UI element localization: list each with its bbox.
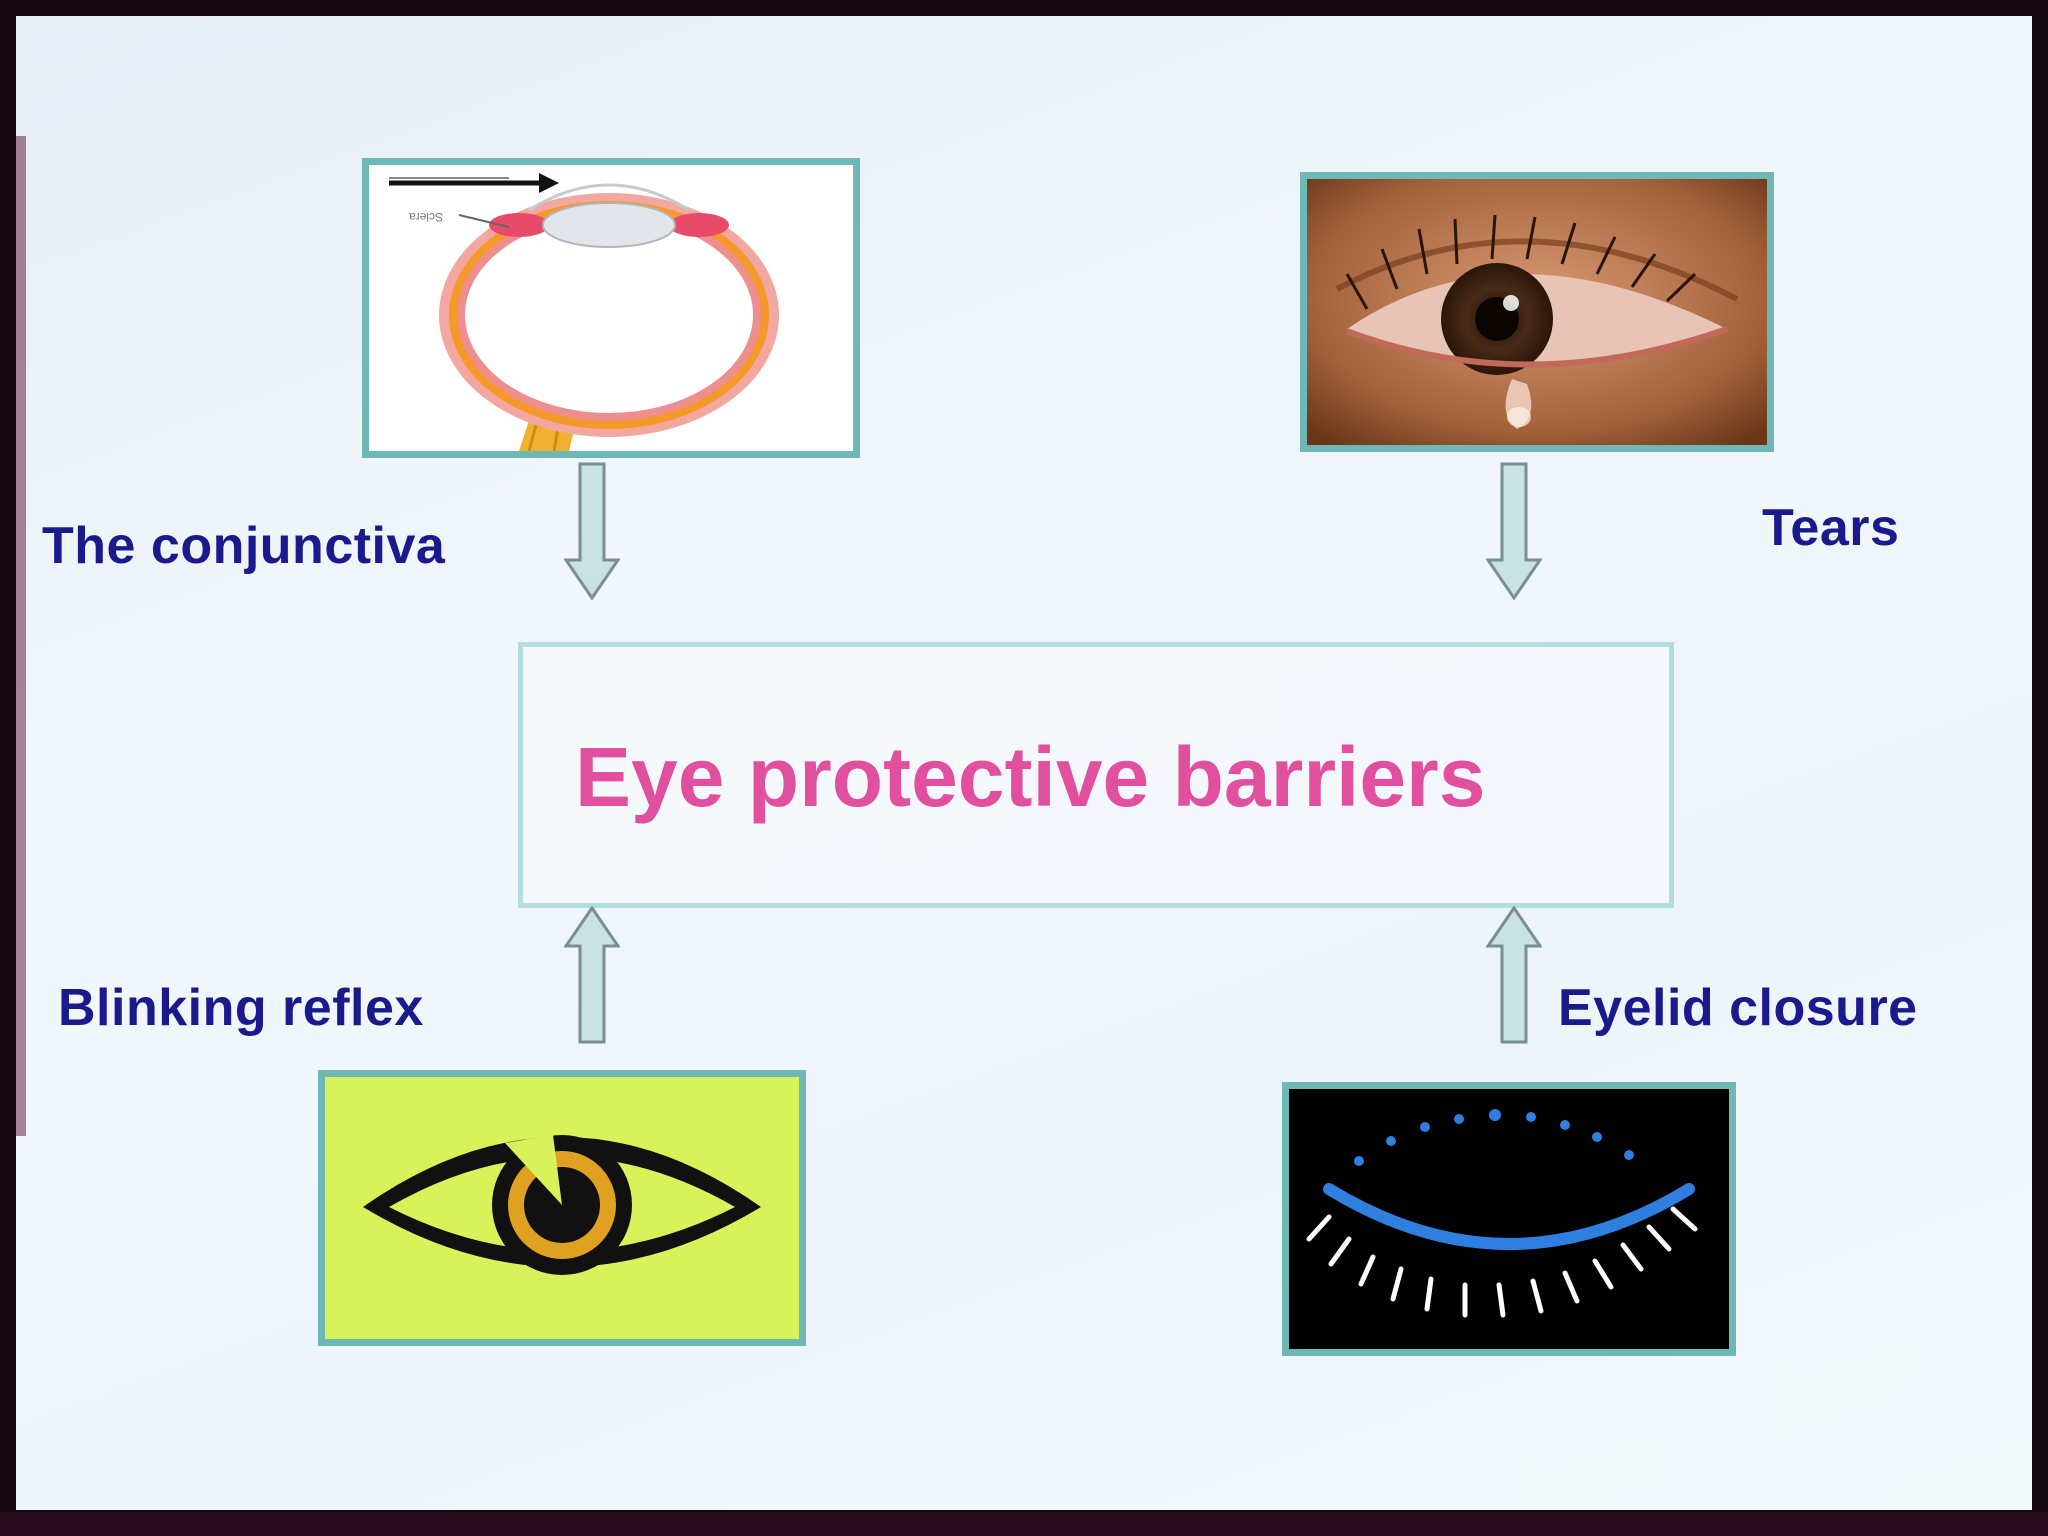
tearful-eye-photo [1307, 179, 1767, 445]
slide-bottom-border [0, 1512, 2048, 1536]
up-arrow-icon [1486, 906, 1542, 1044]
arrow-up-blinking [564, 906, 620, 1046]
center-concept-box: Eye protective barriers [518, 642, 1674, 908]
blinking-reflex-image [318, 1070, 806, 1346]
up-arrow-icon [564, 906, 620, 1044]
eyelid-closure-image [1282, 1082, 1736, 1356]
tears-label: Tears [1762, 499, 1900, 557]
stylized-eye-icon [325, 1077, 799, 1339]
conjunctiva-image: Sclera [362, 158, 860, 458]
arrow-up-eyelid [1486, 906, 1542, 1046]
blinking-reflex-label: Blinking reflex [58, 979, 424, 1037]
eyelid-closure-label: Eyelid closure [1558, 979, 1918, 1037]
svg-text:Sclera: Sclera [409, 210, 443, 224]
arrow-down-conjunctiva [564, 462, 620, 602]
arrow-down-tears [1486, 462, 1542, 602]
slide-edge-decoration [16, 136, 26, 1136]
down-arrow-icon [1486, 462, 1542, 601]
center-title: Eye protective barriers [575, 730, 1486, 824]
slide: Sclera [16, 16, 2032, 1510]
conjunctiva-label: The conjunctiva [42, 517, 446, 575]
tears-image [1300, 172, 1774, 452]
closed-eyelid-icon [1289, 1089, 1729, 1349]
down-arrow-icon [564, 462, 620, 601]
eye-anatomy-icon: Sclera [369, 165, 853, 451]
